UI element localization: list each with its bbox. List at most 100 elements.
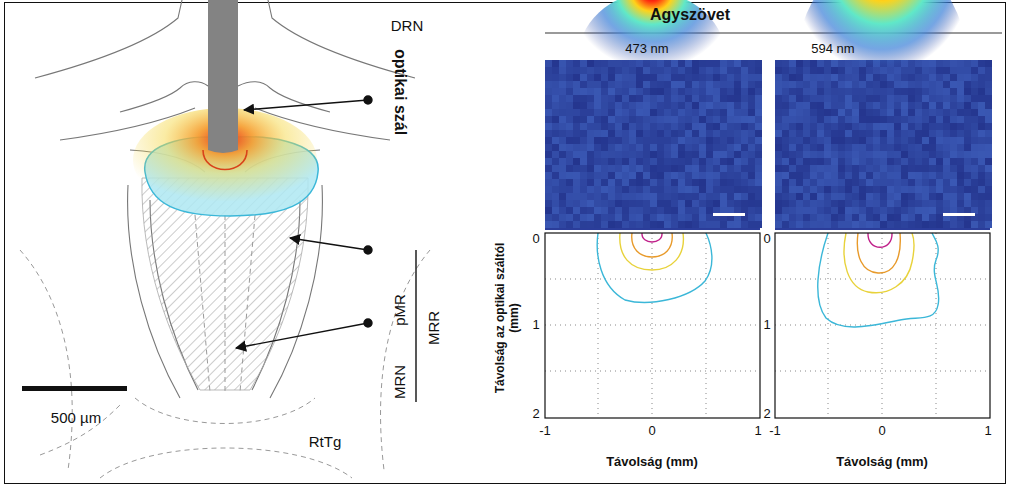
heatmap-pixel xyxy=(852,179,859,186)
heatmap-pixel xyxy=(734,137,741,144)
heatmap-pixel xyxy=(720,116,727,123)
heatmap-pixel xyxy=(789,179,796,186)
heatmap-pixel xyxy=(573,102,580,109)
heatmap-pixel xyxy=(957,130,964,137)
heatmap-pixel xyxy=(559,151,566,158)
heatmap-pixel xyxy=(608,130,615,137)
heatmap-pixel xyxy=(748,179,755,186)
heatmap-pixel xyxy=(566,221,573,228)
heatmap-pixel xyxy=(796,221,803,228)
heatmap-pixel xyxy=(573,116,580,123)
heatmap-pixel xyxy=(978,109,985,116)
heatmap-pixel xyxy=(741,200,748,207)
heatmap-pixel xyxy=(580,130,587,137)
heatmap-pixel xyxy=(671,151,678,158)
heatmap-pixel xyxy=(810,165,817,172)
heatmap-pixel xyxy=(566,158,573,165)
scale-bar xyxy=(943,213,975,216)
heatmap-pixel xyxy=(727,221,734,228)
wavelength-label: 473 nm xyxy=(625,42,668,57)
heatmap-pixel xyxy=(545,151,552,158)
heatmap-pixel xyxy=(601,165,608,172)
heatmap-pixel xyxy=(587,165,594,172)
heatmap-pixel xyxy=(622,137,629,144)
heatmap-pixel xyxy=(755,130,762,137)
heatmap-pixel xyxy=(782,214,789,221)
heatmap-pixel xyxy=(573,214,580,221)
heatmap-pixel xyxy=(552,109,559,116)
heatmap-pixel xyxy=(915,158,922,165)
heatmap-pixel xyxy=(775,102,782,109)
heatmap-pixel xyxy=(580,207,587,214)
heatmap-pixel xyxy=(601,137,608,144)
heatmap-pixel xyxy=(706,165,713,172)
heatmap-pixel xyxy=(971,193,978,200)
heatmap-pixel xyxy=(824,151,831,158)
heatmap-pixel xyxy=(775,172,782,179)
heatmap-pixel xyxy=(727,144,734,151)
heatmap-pixel xyxy=(566,172,573,179)
heatmap-pixel xyxy=(950,130,957,137)
heatmap-pixel xyxy=(608,186,615,193)
heatmap-pixel xyxy=(685,130,692,137)
heatmap-pixel xyxy=(594,179,601,186)
heatmap-pixel xyxy=(713,123,720,130)
heatmap-pixel xyxy=(748,109,755,116)
heatmap-pixel xyxy=(755,74,762,81)
heatmap-pixel xyxy=(559,186,566,193)
heatmap-pixel xyxy=(782,74,789,81)
heatmap-pixel xyxy=(594,186,601,193)
heatmap-pixel xyxy=(552,67,559,74)
heatmap-pixel xyxy=(545,165,552,172)
heatmap-pixel xyxy=(873,193,880,200)
heatmap-pixel xyxy=(978,116,985,123)
heatmap-pixel xyxy=(615,179,622,186)
heatmap-pixel xyxy=(587,172,594,179)
contour-line xyxy=(642,233,662,242)
heatmap-pixel xyxy=(775,130,782,137)
heatmap-pixel xyxy=(545,123,552,130)
heatmap-pixel xyxy=(950,123,957,130)
heatmap-pixel xyxy=(650,214,657,221)
heatmap-pixel xyxy=(692,172,699,179)
heatmap-pixel xyxy=(859,214,866,221)
heatmap-pixel xyxy=(566,144,573,151)
heatmap-pixel xyxy=(573,158,580,165)
heatmap-pixel xyxy=(796,151,803,158)
heatmap-pixel xyxy=(727,116,734,123)
heatmap-pixel xyxy=(706,193,713,200)
heatmap-pixel xyxy=(650,207,657,214)
heatmap-pixel xyxy=(615,144,622,151)
heatmap-pixel xyxy=(720,207,727,214)
heatmap-pixel xyxy=(692,214,699,221)
heatmap-pixel xyxy=(545,179,552,186)
heatmap-pixel xyxy=(678,165,685,172)
heatmap-pixel xyxy=(915,207,922,214)
heatmap-pixel xyxy=(734,144,741,151)
heatmap-pixel xyxy=(566,179,573,186)
heatmap-pixel xyxy=(643,214,650,221)
heatmap-pixel xyxy=(559,88,566,95)
heatmap-pixel xyxy=(971,130,978,137)
heatmap-pixel xyxy=(950,207,957,214)
heatmap-pixel xyxy=(643,186,650,193)
grid-line xyxy=(882,233,883,418)
heatmap-pixel xyxy=(608,123,615,130)
heatmap-pixel xyxy=(692,137,699,144)
heatmap-pixel xyxy=(796,116,803,123)
heatmap-pixel xyxy=(552,95,559,102)
heatmap-pixel xyxy=(636,165,643,172)
heatmap-pixel xyxy=(643,151,650,158)
heatmap-pixel xyxy=(929,200,936,207)
heatmap-pixel xyxy=(943,186,950,193)
heatmap-pixel xyxy=(852,214,859,221)
heatmap-pixel xyxy=(643,200,650,207)
heatmap-pixel xyxy=(803,144,810,151)
heatmap-pixel xyxy=(573,95,580,102)
heatmap-pixel xyxy=(789,67,796,74)
heatmap-pixel xyxy=(741,60,748,67)
heatmap-pixel xyxy=(685,193,692,200)
heatmap-pixel xyxy=(734,123,741,130)
heatmap-pixel xyxy=(622,151,629,158)
heatmap-pixel xyxy=(782,200,789,207)
